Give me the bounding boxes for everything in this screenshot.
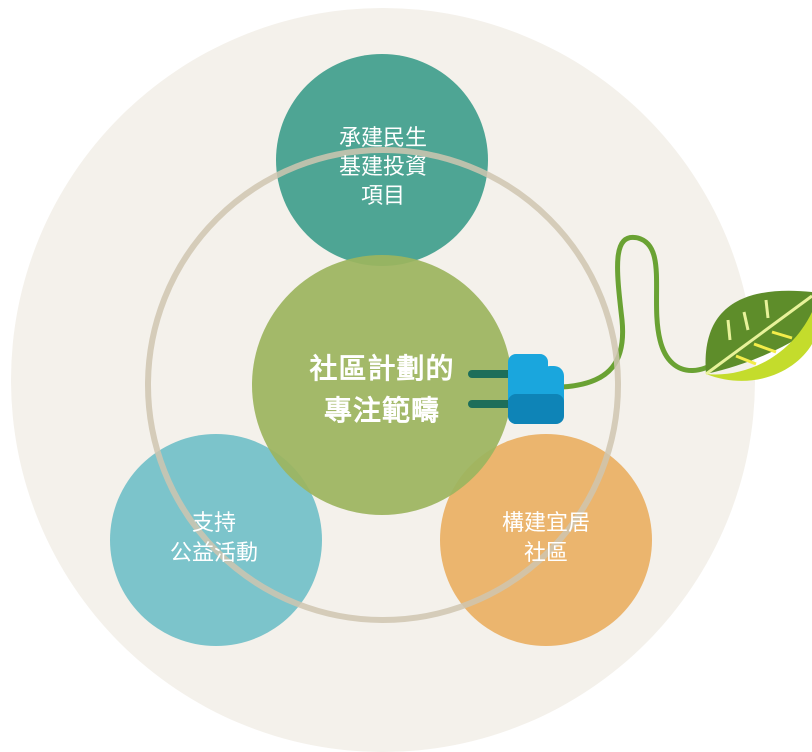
power-cord xyxy=(559,234,745,390)
orbit-ring xyxy=(145,147,621,623)
bottom-left-label-line1: 支持 xyxy=(192,511,236,536)
circle-infrastructure xyxy=(276,54,488,266)
top-label-line1: 承建民生 xyxy=(339,126,427,151)
bottom-right-label-line1: 構建宜居 xyxy=(502,511,590,536)
top-label-line2: 基建投資 xyxy=(339,155,427,180)
top-label-line3: 項目 xyxy=(361,184,405,209)
center-label-line1: 社區計劃的 xyxy=(309,352,454,385)
leaf-icon xyxy=(705,290,812,381)
bottom-left-label-line2: 公益活動 xyxy=(170,541,258,566)
center-label-line2: 專注範疇 xyxy=(324,394,440,427)
circle-center xyxy=(252,255,512,515)
plug-icon xyxy=(468,354,564,424)
bottom-right-label-line2: 社區 xyxy=(524,541,568,566)
